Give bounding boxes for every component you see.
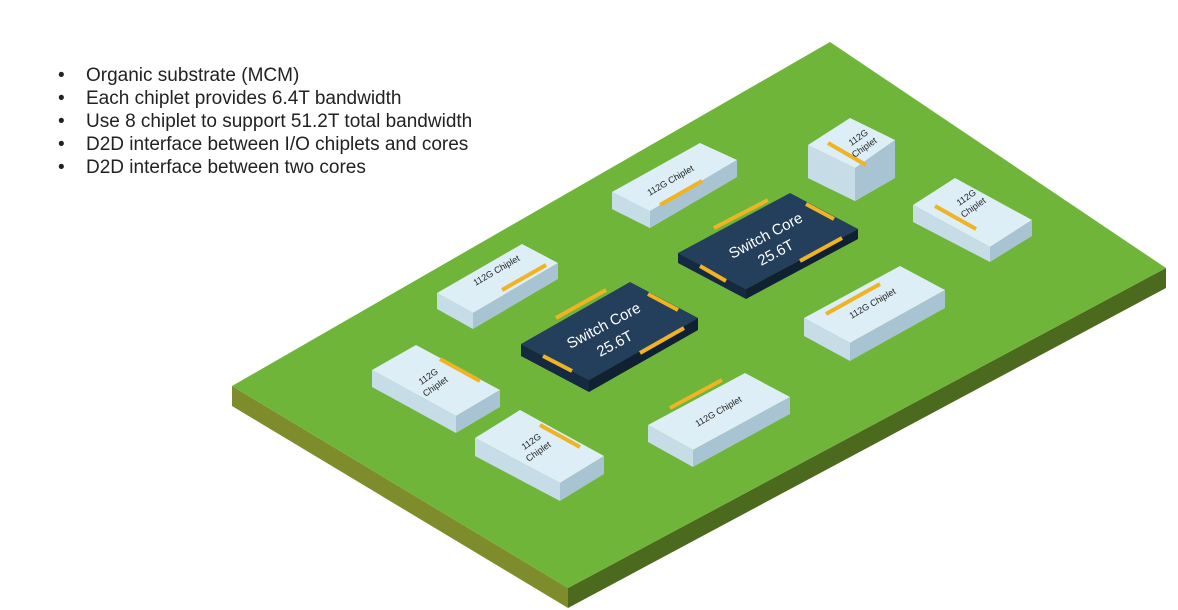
bullet-item: D2D interface between I/O chiplets and c… bbox=[58, 133, 472, 156]
chiplet: 112G Chiplet bbox=[475, 410, 604, 501]
d2d-interface-bar bbox=[659, 179, 703, 207]
d2d-interface-bar bbox=[699, 264, 727, 283]
switch-core: Switch Core 25.6T bbox=[521, 282, 698, 392]
bullet-item: D2D interface between two cores bbox=[58, 156, 472, 179]
d2d-interface-bar bbox=[647, 292, 679, 312]
substrate-side-left bbox=[232, 386, 568, 608]
bullet-item: Use 8 chiplet to support 51.2T total ban… bbox=[58, 110, 472, 133]
chiplet: 112G Chiplet bbox=[808, 118, 895, 201]
d2d-interface-bar bbox=[439, 357, 481, 383]
d2d-interface-bar bbox=[539, 423, 581, 449]
chiplet: 112G Chiplet bbox=[804, 266, 945, 361]
chiplet: 112G Chiplet bbox=[372, 345, 500, 433]
d2d-interface-bar bbox=[542, 354, 573, 373]
substrate-top bbox=[232, 42, 1166, 588]
d2d-interface-bar bbox=[799, 236, 843, 263]
chiplet: 112G Chiplet bbox=[648, 373, 790, 467]
d2d-interface-bar bbox=[934, 204, 977, 231]
substrate-side-right bbox=[568, 268, 1166, 608]
chiplet: 112G Chiplet bbox=[913, 178, 1032, 262]
chiplet: 112G Chiplet bbox=[437, 244, 558, 329]
d2d-interface-bar bbox=[713, 198, 769, 230]
organic-substrate bbox=[232, 42, 1166, 608]
d2d-interface-bar bbox=[639, 326, 685, 355]
bullet-item: Each chiplet provides 6.4T bandwidth bbox=[58, 87, 472, 110]
d2d-interface-bar bbox=[669, 378, 723, 410]
chiplet: 112G Chiplet bbox=[612, 143, 737, 228]
d2d-interface-bar bbox=[826, 141, 868, 167]
d2d-interface-bar bbox=[825, 282, 881, 316]
d2d-interface-bar bbox=[501, 263, 547, 292]
bullet-item: Organic substrate (MCM) bbox=[58, 64, 472, 87]
d2d-interface-bar bbox=[555, 288, 607, 320]
feature-bullet-list: Organic substrate (MCM) Each chiplet pro… bbox=[58, 64, 472, 179]
d2d-interface-bar bbox=[805, 202, 835, 221]
